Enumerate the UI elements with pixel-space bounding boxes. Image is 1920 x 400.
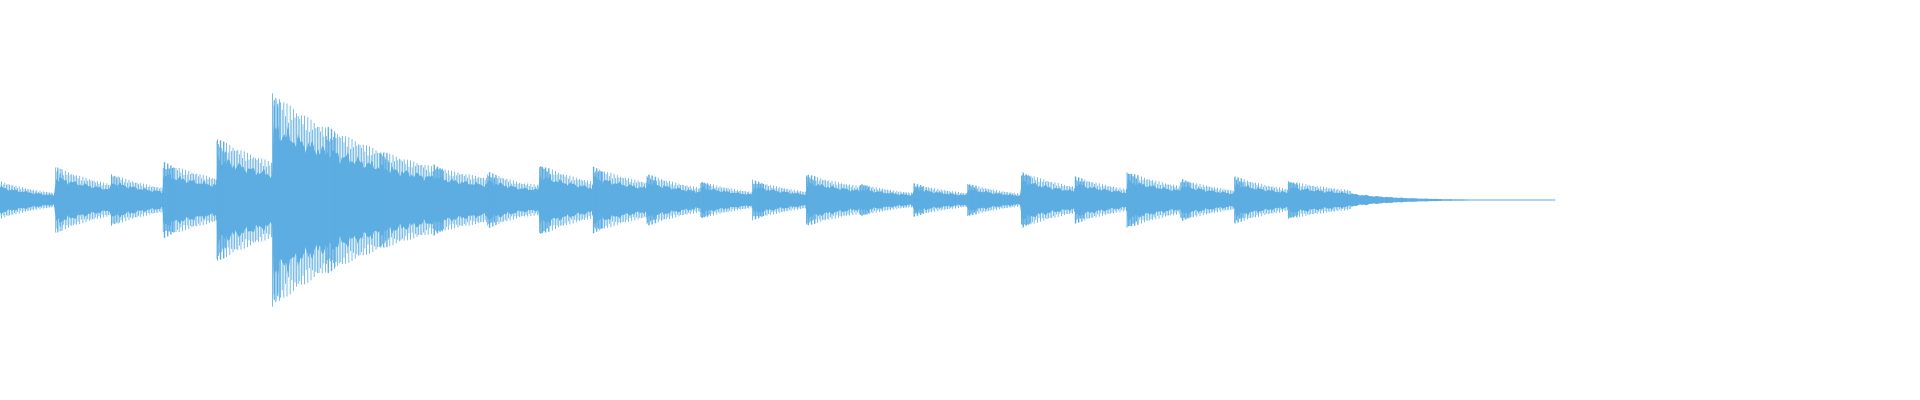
waveform-transients <box>0 93 1352 307</box>
waveform-envelope <box>0 122 1554 278</box>
